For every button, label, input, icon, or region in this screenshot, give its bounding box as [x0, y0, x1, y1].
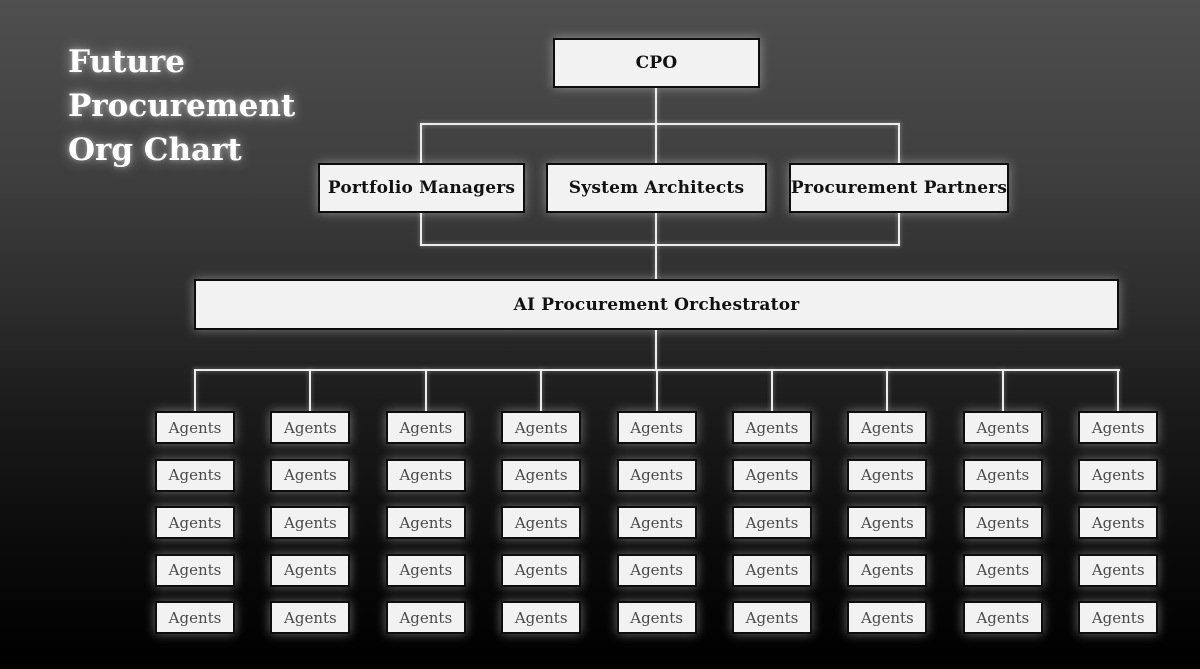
agent-node: Agents: [501, 411, 582, 444]
agent-node: Agents: [962, 601, 1043, 635]
agent-node: Agents: [847, 553, 928, 587]
connector-agent-drop: [886, 369, 889, 412]
connector-agent-drop: [1117, 369, 1120, 412]
agent-node: Agents: [847, 601, 928, 635]
agent-node: Agents: [155, 411, 235, 444]
agent-node: Agents: [155, 506, 235, 540]
connector-orchestrator-down: [655, 329, 657, 370]
agent-node: Agents: [1078, 553, 1159, 587]
connector-agent-drop: [540, 369, 543, 412]
agent-node: Agents: [616, 553, 697, 587]
agent-node: Agents: [1078, 411, 1159, 444]
agent-node: Agents: [847, 458, 928, 492]
agent-node: Agents: [732, 553, 812, 587]
agent-node: Agents: [385, 553, 466, 587]
agent-node: Agents: [962, 411, 1043, 444]
node-system-architects: System Architects: [546, 163, 767, 213]
agent-node: Agents: [616, 411, 697, 444]
agent-node: Agents: [270, 458, 351, 492]
agent-node: Agents: [501, 458, 582, 492]
agent-node: Agents: [385, 601, 466, 635]
connector-cpo-down: [655, 88, 657, 163]
connector-agent-drop: [655, 369, 658, 412]
node-portfolio-managers: Portfolio Managers: [318, 163, 525, 213]
agent-node: Agents: [155, 553, 235, 587]
agent-node: Agents: [962, 553, 1043, 587]
node-procurement-partners: Procurement Partners: [789, 163, 1009, 213]
agent-node: Agents: [501, 553, 582, 587]
connector-bracket-bottom: [421, 244, 900, 246]
agent-node: Agents: [616, 458, 697, 492]
agent-node: Agents: [155, 601, 235, 635]
agent-node: Agents: [270, 506, 351, 540]
page-title: Future Procurement Org Chart: [68, 40, 295, 172]
title-line-2: Procurement: [68, 88, 296, 124]
agent-node: Agents: [385, 411, 466, 444]
agent-node: Agents: [732, 411, 812, 444]
agent-node: Agents: [732, 458, 812, 492]
agent-node: Agents: [962, 458, 1043, 492]
agent-node: Agents: [616, 601, 697, 635]
connector-agent-drop: [1001, 369, 1004, 412]
connector-agent-drop: [309, 369, 312, 412]
agent-node: Agents: [847, 411, 928, 444]
node-ai-procurement-orchestrator: AI Procurement Orchestrator: [194, 279, 1119, 330]
agent-node: Agents: [732, 506, 812, 540]
connector-agent-drop: [424, 369, 427, 412]
agent-node: Agents: [1078, 601, 1159, 635]
agent-node: Agents: [270, 553, 351, 587]
connector-bracket-top: [421, 123, 900, 125]
agent-node: Agents: [270, 411, 351, 444]
agent-node: Agents: [1078, 506, 1159, 540]
agent-node: Agents: [501, 506, 582, 540]
title-line-3: Org Chart: [68, 132, 242, 168]
agent-node: Agents: [270, 601, 351, 635]
connector-agent-drop: [194, 369, 196, 412]
agent-node: Agents: [385, 506, 466, 540]
connector-architects-orchestrator: [655, 213, 657, 280]
agent-node: Agents: [847, 506, 928, 540]
agent-node: Agents: [962, 506, 1043, 540]
agent-node: Agents: [385, 458, 466, 492]
agent-node: Agents: [155, 458, 235, 492]
agent-node: Agents: [501, 601, 582, 635]
agent-node: Agents: [616, 506, 697, 540]
agent-node: Agents: [732, 601, 812, 635]
title-line-1: Future: [68, 44, 185, 80]
node-cpo: CPO: [553, 38, 760, 88]
agent-node: Agents: [1078, 458, 1159, 492]
connector-agent-drop: [771, 369, 773, 412]
